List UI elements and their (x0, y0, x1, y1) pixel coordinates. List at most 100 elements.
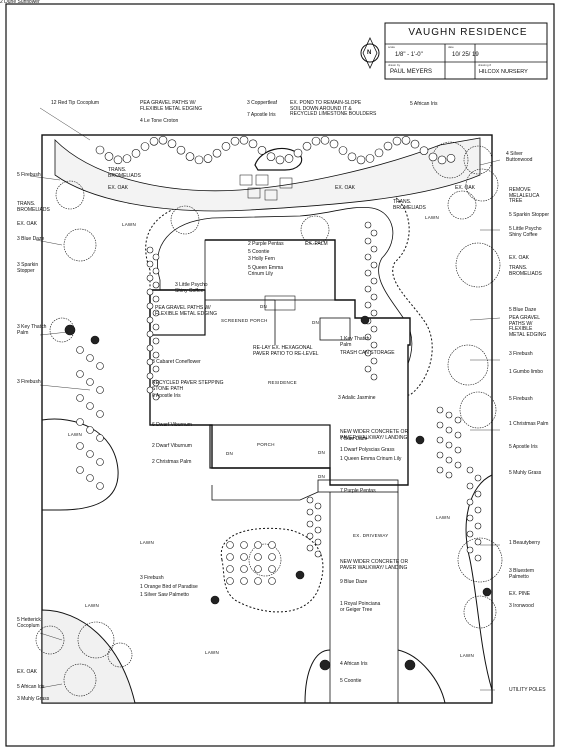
plant-symbol (364, 285, 372, 293)
left-bed (41, 418, 119, 511)
plant-symbol (466, 514, 474, 522)
plant-symbol (466, 482, 474, 490)
plant-right-label: 4 Silver Buttonwood (506, 151, 533, 163)
plant-symbol (152, 295, 160, 303)
room-porch: PORCH (257, 442, 275, 447)
plant-right-label: REMOVE MELALEUCA TREE (509, 187, 540, 205)
plant-symbol (240, 565, 248, 573)
plant-inner-label: TRANS. BROMELIADS (108, 167, 141, 179)
plant-symbol (364, 253, 372, 261)
plant-symbol (364, 349, 372, 357)
plant-symbol (152, 253, 160, 261)
plant-symbol (254, 553, 262, 561)
plant-inner-label: RECYCLED PAVER STEPPING STONE PATH (152, 380, 224, 392)
plant-symbol (314, 550, 322, 558)
plant-symbol (474, 474, 482, 482)
plant-symbol (465, 168, 499, 202)
plant-inner-label: 6 Dwarf Viburnum (152, 422, 192, 428)
plant-symbol (152, 267, 160, 275)
lawn-label: LAWN (85, 603, 100, 608)
plant-symbol (96, 482, 104, 490)
plant-symbol (64, 324, 76, 336)
plant-symbol (76, 442, 84, 450)
plant-symbol (152, 337, 160, 345)
bottom-mid-bed (304, 649, 331, 704)
plant-symbol (146, 274, 154, 282)
plant-symbol (364, 221, 372, 229)
plant-right-label: 5 Muhly Grass (509, 470, 542, 476)
plant-symbol (226, 565, 234, 573)
plant-symbol (445, 411, 453, 419)
dn-label: DN (318, 450, 326, 455)
plant-symbol (370, 229, 378, 237)
plant-symbol (436, 406, 444, 414)
north-arrow-icon (360, 37, 380, 69)
plant-symbol (454, 446, 462, 454)
bottom-right-bed (397, 649, 446, 704)
plant-inner-label: 1 Key Thatch Palm (340, 336, 370, 348)
plant-left-label: 5 Firebush (17, 172, 41, 178)
plant-right-label: TRANS. BROMELIADS (509, 265, 542, 277)
plant-right-label: EX. OAK (455, 185, 476, 191)
plant-symbol (445, 441, 453, 449)
plant-symbol (445, 426, 453, 434)
plant-inner-label: 6 Apostle Iris (152, 393, 181, 399)
plant-symbol (140, 142, 150, 151)
plant-symbol (210, 595, 220, 605)
plant-symbol (146, 372, 154, 380)
plant-symbol (474, 506, 482, 514)
plant-symbol (466, 498, 474, 506)
plant-right-label: 5 Sparkin Stopper (509, 212, 550, 218)
plant-symbol (146, 246, 154, 254)
plant-symbol (474, 554, 482, 562)
plant-symbol (306, 520, 314, 528)
plant-symbol (314, 514, 322, 522)
plant-symbol (306, 532, 314, 540)
plant-left-label: TRANS. BROMELIADS (17, 201, 50, 213)
plant-symbol (474, 522, 482, 530)
plant-symbol (240, 553, 248, 561)
plant-symbol (320, 135, 330, 145)
plant-right-label: PEA GRAVEL PATHS W/ FLEXIBLE METAL EDGIN… (509, 315, 547, 338)
plant-symbol (96, 362, 104, 370)
plant-symbol (86, 378, 94, 386)
plant-symbol (295, 570, 305, 580)
plant-symbol (364, 365, 372, 373)
plant-symbol (146, 316, 154, 324)
plant-symbol (266, 152, 276, 161)
plant-symbol (96, 386, 104, 394)
plant-inner-label: TRASH CAN STORAGE (340, 350, 395, 356)
plant-symbol (445, 456, 453, 464)
plant-symbol (194, 155, 204, 165)
plant-symbol (329, 139, 339, 149)
plant-symbol (370, 309, 378, 317)
plant-right-label: 1 Christmas Palm (509, 421, 549, 427)
plant-right-label: 3 Firebush (509, 351, 533, 357)
plant-inner-label: NEW WIDER CONCRETE OR PAVER WALKWAY/ LAN… (340, 429, 409, 441)
plant-symbol (356, 155, 366, 165)
plant-symbol (203, 154, 213, 163)
plant-symbol (268, 553, 276, 561)
plant-left-label: 5 Hetterick Cocoplum (17, 617, 41, 629)
plant-inner-label: 3 Coppertleaf (247, 100, 278, 106)
plant-symbol (226, 553, 234, 561)
plant-symbol (146, 386, 154, 394)
plant-symbol (392, 136, 402, 146)
plant-symbol (370, 341, 378, 349)
plant-symbol (248, 543, 282, 577)
plant-inner-label: 3 Adalic Jasmine (338, 395, 376, 401)
plant-symbol (76, 346, 84, 354)
lawn-label: LAWN (140, 540, 155, 545)
paver-patio (239, 174, 293, 201)
house-outline (149, 239, 411, 486)
plant-symbol (466, 530, 474, 538)
plant-symbol (152, 323, 160, 331)
plant-symbol (55, 180, 85, 210)
plant-symbol (268, 577, 276, 585)
plant-symbol (226, 541, 234, 549)
plant-symbol (314, 538, 322, 546)
plant-symbol (86, 354, 94, 362)
plant-symbol (76, 418, 84, 426)
plant-symbol (96, 410, 104, 418)
plant-symbol (445, 471, 453, 479)
